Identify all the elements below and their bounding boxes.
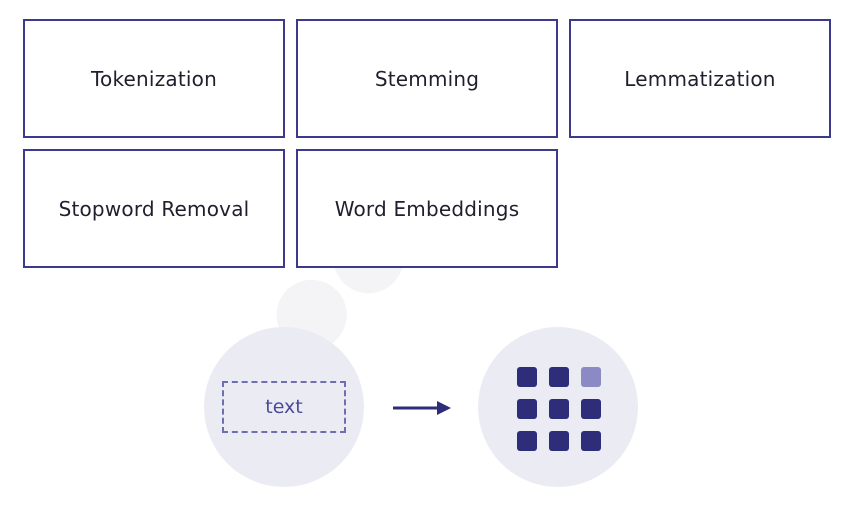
vector-grid-cell — [549, 367, 569, 387]
vector-grid-icon — [517, 367, 601, 451]
technique-box-word-embeddings: Word Embeddings — [296, 149, 558, 268]
technique-box-stemming: Stemming — [296, 19, 558, 138]
technique-box-lemmatization: Lemmatization — [569, 19, 831, 138]
technique-label: Tokenization — [91, 66, 217, 91]
text-input-circle — [204, 327, 364, 487]
vector-grid-cell — [581, 399, 601, 419]
vector-grid-cell — [549, 399, 569, 419]
text-input-frame: text — [222, 381, 346, 433]
vector-grid-cell — [581, 431, 601, 451]
technique-label: Word Embeddings — [334, 196, 520, 221]
vector-grid-cell — [517, 367, 537, 387]
vector-grid-cell — [517, 431, 537, 451]
technique-box-stopword-removal: Stopword Removal — [23, 149, 285, 268]
vector-grid-cell — [581, 367, 601, 387]
vector-grid-cell — [517, 399, 537, 419]
technique-label: Stemming — [374, 66, 480, 91]
technique-label: Stopword Removal — [58, 196, 250, 221]
technique-label: Lemmatization — [624, 66, 776, 91]
technique-box-tokenization: Tokenization — [23, 19, 285, 138]
text-input-label: text — [265, 396, 303, 418]
arrow-right-icon — [393, 401, 451, 415]
vector-grid-cell — [549, 431, 569, 451]
